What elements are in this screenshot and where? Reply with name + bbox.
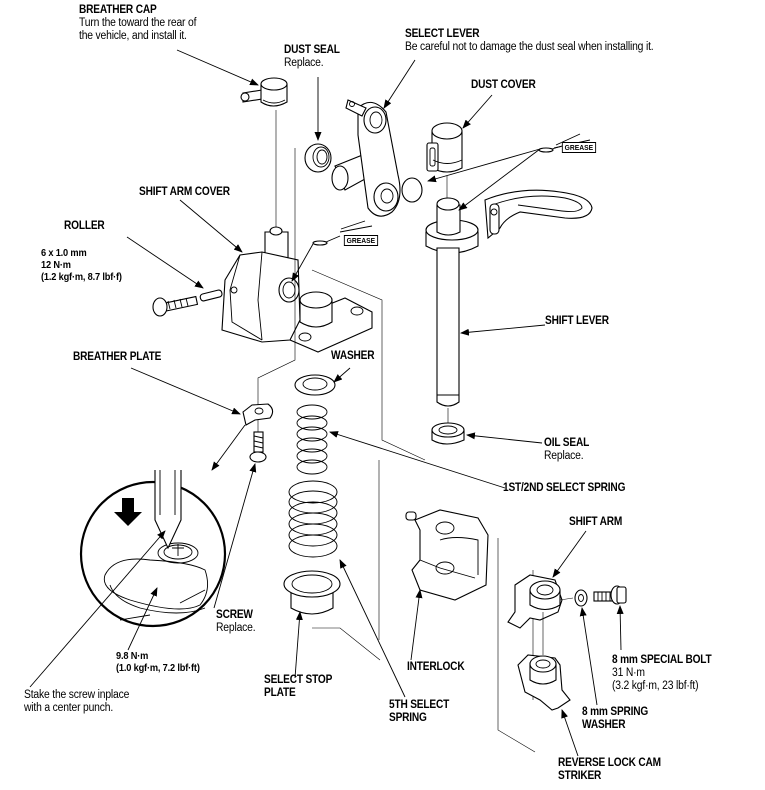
select-spring-1st2nd-callout: 1ST/2ND SELECT SPRING bbox=[503, 482, 642, 495]
screw-callout: SCREW Replace. bbox=[216, 609, 260, 635]
spring-washer-label-1: 8 mm SPRING bbox=[582, 706, 649, 718]
oil-seal-label: OIL SEAL bbox=[544, 437, 590, 449]
grease-tag-1: GREASE bbox=[561, 142, 596, 153]
reverse-lock-cam-label-2: STRIKER bbox=[558, 770, 602, 782]
screw-torque-alt: (1.0 kgf·m, 7.2 lbf·ft) bbox=[116, 662, 200, 674]
special-bolt-torque-nm: 31 N·m bbox=[612, 667, 645, 679]
reverse-lock-cam-striker-part bbox=[517, 654, 571, 711]
dust-seal-part bbox=[304, 143, 332, 173]
screw-note: Replace. bbox=[216, 622, 256, 634]
screw-part bbox=[249, 431, 267, 463]
select-lever-callout: SELECT LEVER Be careful not to damage th… bbox=[405, 28, 681, 54]
reverse-lock-cam-callout: REVERSE LOCK CAM STRIKER bbox=[558, 757, 675, 783]
dust-cover-label: DUST COVER bbox=[471, 79, 536, 91]
oil-seal-callout: OIL SEAL Replace. bbox=[544, 437, 595, 463]
spring-washer-label-2: WASHER bbox=[582, 719, 626, 731]
select-lever-part bbox=[331, 99, 423, 217]
roller-label: ROLLER bbox=[64, 220, 105, 232]
shift-arm-cover-part bbox=[221, 226, 373, 353]
shift-arm-cover-callout: SHIFT ARM COVER bbox=[139, 186, 242, 199]
shift-lever-callout: SHIFT LEVER bbox=[545, 315, 618, 328]
breather-cap-note-1: Turn the toward the rear of bbox=[79, 17, 197, 29]
1st-2nd-select-spring-part bbox=[296, 404, 328, 475]
select-spring-5th-label-1: 5TH SELECT bbox=[389, 699, 450, 711]
grease-applicator-icon-2 bbox=[312, 220, 373, 246]
select-lever-label: SELECT LEVER bbox=[405, 28, 480, 40]
special-bolt-callout: 8 mm SPECIAL BOLT 31 N·m (3.2 kgf·m, 23 … bbox=[612, 654, 725, 693]
roller-callout: ROLLER bbox=[64, 220, 110, 233]
shift-arm-guide-line bbox=[559, 597, 574, 601]
dust-cover-part bbox=[426, 122, 463, 173]
shift-lever-label: SHIFT LEVER bbox=[545, 315, 609, 327]
breather-plate-label: BREATHER PLATE bbox=[73, 351, 162, 363]
oil-seal-note: Replace. bbox=[544, 450, 584, 462]
dust-cover-callout: DUST COVER bbox=[471, 79, 544, 92]
select-stop-plate-part bbox=[283, 570, 341, 615]
special-bolt-torque-alt: (3.2 kgf·m, 23 lbf·ft) bbox=[612, 680, 699, 692]
breather-cap-part bbox=[240, 77, 288, 107]
washer-callout: WASHER bbox=[331, 350, 380, 363]
grease-tag-2: GREASE bbox=[343, 235, 378, 246]
dust-seal-callout: DUST SEAL Replace. bbox=[284, 44, 347, 70]
stake-note-2: with a center punch. bbox=[24, 702, 114, 714]
stake-note-callout: Stake the screw inplace with a center pu… bbox=[24, 689, 141, 715]
breather-cap-callout: BREATHER CAP Turn the toward the rear of… bbox=[79, 4, 209, 43]
screw-label: SCREW bbox=[216, 609, 253, 621]
screw-torque-nm: 9.8 N·m bbox=[116, 650, 149, 662]
shift-arm-cover-label: SHIFT ARM COVER bbox=[139, 186, 230, 198]
dust-seal-note: Replace. bbox=[284, 57, 324, 69]
shift-arm-part bbox=[507, 574, 563, 629]
breather-cap-label: BREATHER CAP bbox=[79, 4, 157, 16]
roller-bolt-part bbox=[152, 295, 199, 317]
spring-washer-part bbox=[574, 589, 588, 607]
breather-plate-callout: BREATHER PLATE bbox=[73, 351, 173, 364]
roller-bolt-torque-nm: 12 N·m bbox=[41, 259, 71, 271]
washer-label: WASHER bbox=[331, 350, 375, 362]
spring-washer-callout: 8 mm SPRING WASHER bbox=[582, 706, 657, 732]
roller-bolt-torque-alt: (1.2 kgf·m, 8.7 lbf·f) bbox=[41, 271, 122, 283]
reverse-lock-cam-label-1: REVERSE LOCK CAM bbox=[558, 757, 661, 769]
select-stop-plate-callout: SELECT STOP PLATE bbox=[264, 674, 341, 700]
dust-seal-label: DUST SEAL bbox=[284, 44, 340, 56]
staking-detail-circle bbox=[79, 470, 227, 628]
stake-note-1: Stake the screw inplace bbox=[24, 689, 130, 701]
special-bolt-label: 8 mm SPECIAL BOLT bbox=[612, 654, 712, 666]
interlock-label: INTERLOCK bbox=[407, 661, 465, 673]
roller-part bbox=[199, 289, 223, 302]
5th-select-spring-part bbox=[288, 480, 338, 558]
washer-part bbox=[294, 374, 336, 396]
select-lever-note: Be careful not to damage the dust seal w… bbox=[405, 41, 654, 53]
roller-bolt-size: 6 x 1.0 mm bbox=[41, 247, 87, 259]
assembly-guide-lines bbox=[257, 148, 536, 753]
shift-arm-label: SHIFT ARM bbox=[569, 516, 623, 528]
shift-arm-callout: SHIFT ARM bbox=[569, 516, 629, 529]
interlock-callout: INTERLOCK bbox=[407, 661, 472, 674]
roller-bolt-torque-callout: 6 x 1.0 mm 12 N·m (1.2 kgf·m, 8.7 lbf·f) bbox=[41, 247, 133, 283]
special-bolt-part bbox=[593, 585, 627, 605]
select-spring-1st2nd-label: 1ST/2ND SELECT SPRING bbox=[503, 482, 626, 494]
breather-cap-note-2: the vehicle, and install it. bbox=[79, 30, 187, 42]
leader-lines bbox=[29, 49, 624, 757]
shift-lever-part bbox=[425, 189, 593, 407]
grease-applicator-icon-1 bbox=[538, 133, 591, 153]
select-spring-5th-label-2: SPRING bbox=[389, 712, 427, 724]
select-stop-plate-label-1: SELECT STOP bbox=[264, 674, 333, 686]
oil-seal-part bbox=[431, 422, 465, 445]
select-spring-5th-callout: 5TH SELECT SPRING bbox=[389, 699, 457, 725]
breather-plate-part bbox=[242, 403, 274, 426]
select-stop-plate-label-2: PLATE bbox=[264, 687, 296, 699]
interlock-part bbox=[405, 509, 489, 601]
screw-torque-callout: 9.8 N·m (1.0 kgf·m, 7.2 lbf·ft) bbox=[116, 650, 211, 674]
